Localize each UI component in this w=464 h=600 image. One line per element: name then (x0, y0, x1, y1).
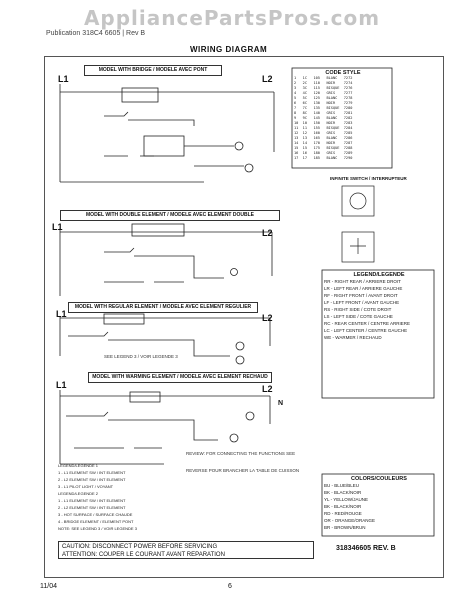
color-item: OR - ORANGE/ORANGE (324, 518, 376, 523)
caution-line-en: CAUTION: DISCONNECT POWER BEFORE SERVICI… (62, 544, 218, 550)
diagram-title: WIRING DIAGRAM (190, 45, 268, 54)
legend-panel: LEGEND/LEGENDE RR - RIGHT REAR / ARRIERE… (324, 272, 434, 341)
line-label-l2: L2 (262, 228, 273, 238)
color-item: BU - BLUE/BLEU (324, 483, 360, 488)
caution-line-fr: ATTENTION: COUPER LE COURANT AVANT REPAR… (62, 552, 225, 558)
bottom-legend-line: 3 - L1 PILOT LIGHT / VOYANT (58, 484, 114, 489)
line-label-l2: L2 (262, 313, 273, 323)
color-item: RD - RED/ROUGE (324, 511, 362, 516)
legend-items: RR - RIGHT REAR / ARRIERE DROIT LR - LEFT… (324, 278, 434, 341)
part-number: 318346605 REV. B (336, 545, 396, 552)
bottom-legend-line: LEGEND/LEGENDE 1 (58, 463, 99, 468)
line-label-l1: L1 (56, 309, 67, 319)
bottom-legend-line: 3 - HOT SURFACE / SURFACE CHAUDE (58, 512, 133, 517)
publication-header: Publication 318C4 6605 | Rev B (46, 30, 146, 37)
code-style-row: 2 2C 110 NOIR 7274 (294, 81, 353, 85)
code-style-row: 12 12 160 GRIS 7285 (294, 131, 353, 135)
code-style-row: 15 15 175 BISQUE 7288 (294, 146, 353, 150)
wiring-schematic (59, 67, 435, 537)
code-style-row: 17 17 185 BLANC 7290 (294, 156, 353, 160)
legend-item: RS - RIGHT SIDE / COTE DROIT (324, 307, 392, 312)
line-label-l1: L1 (56, 380, 67, 390)
legend-item: LC - LEFT CENTER / CENTRE GAUCHE (324, 328, 408, 333)
code-style-row: 8 8C 140 GRIS 7281 (294, 111, 353, 115)
switch-panel-title: INFINITE SWITCH / INTERRUPTEUR (330, 176, 407, 181)
footer-date: 11/04 (40, 583, 57, 590)
code-style-row: 13 13 165 BLANC 7286 (294, 136, 353, 140)
page-number: 6 (228, 583, 232, 590)
bottom-legend-line: 1 - L1 ELEMENT SW / INT ELEMENT (58, 498, 126, 503)
code-style-row: 1 1C 105 BLANC 7272 (294, 76, 353, 80)
color-item: YL - YELLOW/JAUNE (324, 497, 369, 502)
refer-note: REVERSE POUR BRANCHER LA TABLE DE CUISSO… (186, 468, 300, 473)
legend-item: LR - LEFT REAR / ARRIERE GAUCHE (324, 286, 403, 291)
color-item: BR - BROWN/BRUN (324, 525, 366, 530)
section-title-double: MODEL WITH DOUBLE ELEMENT / MODELE AVEC … (60, 210, 280, 221)
code-style-row: 5 5C 125 BLANC 7278 (294, 96, 353, 100)
code-style-row: 9 9C 145 BLANC 7282 (294, 116, 353, 120)
legend-item: LS - LEFT SIDE / COTE GAUCHE (324, 314, 393, 319)
code-style-row: 14 14 170 NOIR 7287 (294, 141, 353, 145)
code-style-header: CODE STYLE (325, 70, 361, 76)
code-style-row: 16 16 180 GRIS 7289 (294, 151, 353, 155)
legend-item: RF - RIGHT FRONT / AVANT DROIT (324, 293, 398, 298)
bottom-legend-line: 4 - BRIDGE ELEMENT / ELEMENT PONT (58, 519, 134, 524)
bottom-legend-line: NOTE: SEE LEGEND 3 / VOIR LEGENDE 3 (58, 526, 137, 531)
colors-title: COLORS/COULEURS (351, 476, 407, 482)
line-label-l2: L2 (262, 384, 273, 394)
section-title-warming: MODEL WITH WARMING ELEMENT / MODELE AVEC… (88, 372, 272, 383)
code-style-row: 11 11 155 BISQUE 7284 (294, 126, 353, 130)
bottom-legend-line: 2 - L2 ELEMENT SW / INT ELEMENT (58, 505, 126, 510)
diagram-sheet (44, 56, 444, 578)
section-title-bridge: MODEL WITH BRIDGE / MODELE AVEC PONT (84, 65, 222, 76)
bottom-legend-line: LEGEND/LEGENDE 2 (58, 491, 99, 496)
legend-item: RC - REAR CENTER / CENTRE ARRIERE (324, 321, 411, 326)
bottom-legend-line: 2 - L2 ELEMENT SW / INT ELEMENT (58, 477, 126, 482)
legend-item: RR - RIGHT REAR / ARRIERE DROIT (324, 279, 401, 284)
bottom-legend-line: 1 - L1 ELEMENT SW / INT ELEMENT (58, 470, 126, 475)
legend-title: LEGEND/LEGENDE (353, 272, 405, 278)
code-style-row: 4 4C 120 GRIS 7277 (294, 91, 353, 95)
code-style-row: 3 3C 115 BISQUE 7276 (294, 86, 353, 90)
colors-panel: COLORS/COULEURS BU - BLUE/BLEU BK - BLACK… (324, 476, 434, 531)
watermark-text: AppliancePartsPros.com (83, 6, 381, 30)
section-title-regular: MODEL WITH REGULAR ELEMENT / MODELE AVEC… (68, 302, 258, 313)
bottom-legend-block: LEGEND/LEGENDE 1 1 - L1 ELEMENT SW / INT … (58, 462, 137, 532)
code-style-row: 10 10 150 NOIR 7283 (294, 121, 353, 125)
legend-item: LF - LEFT FRONT / AVANT GAUCHE (324, 300, 400, 305)
legend-item: WE - WARMER / RECHAUD (324, 335, 382, 340)
caution-box: CAUTION: DISCONNECT POWER BEFORE SERVICI… (58, 541, 314, 559)
code-style-row: 7 7C 135 BISQUE 7280 (294, 106, 353, 110)
line-label-l1: L1 (52, 222, 63, 232)
see-legend-note: SEE LEGEND 3 / VOIR LEGENDE 3 (104, 354, 178, 359)
line-label-l1: L1 (58, 74, 69, 84)
neutral-label: N (278, 400, 284, 407)
review-note: REVIEW: FOR CONNECTING THE FUNCTIONS SEE (186, 451, 296, 456)
color-items: BU - BLUE/BLEU BK - BLACK/NOIR YL - YELLOW… (324, 482, 434, 531)
line-label-l2: L2 (262, 74, 273, 84)
color-item: BK - BLACK/NOIR (324, 490, 362, 495)
color-item: BK - BLACK/NOIR (324, 504, 362, 509)
code-style-row: 6 6C 130 NOIR 7279 (294, 101, 353, 105)
